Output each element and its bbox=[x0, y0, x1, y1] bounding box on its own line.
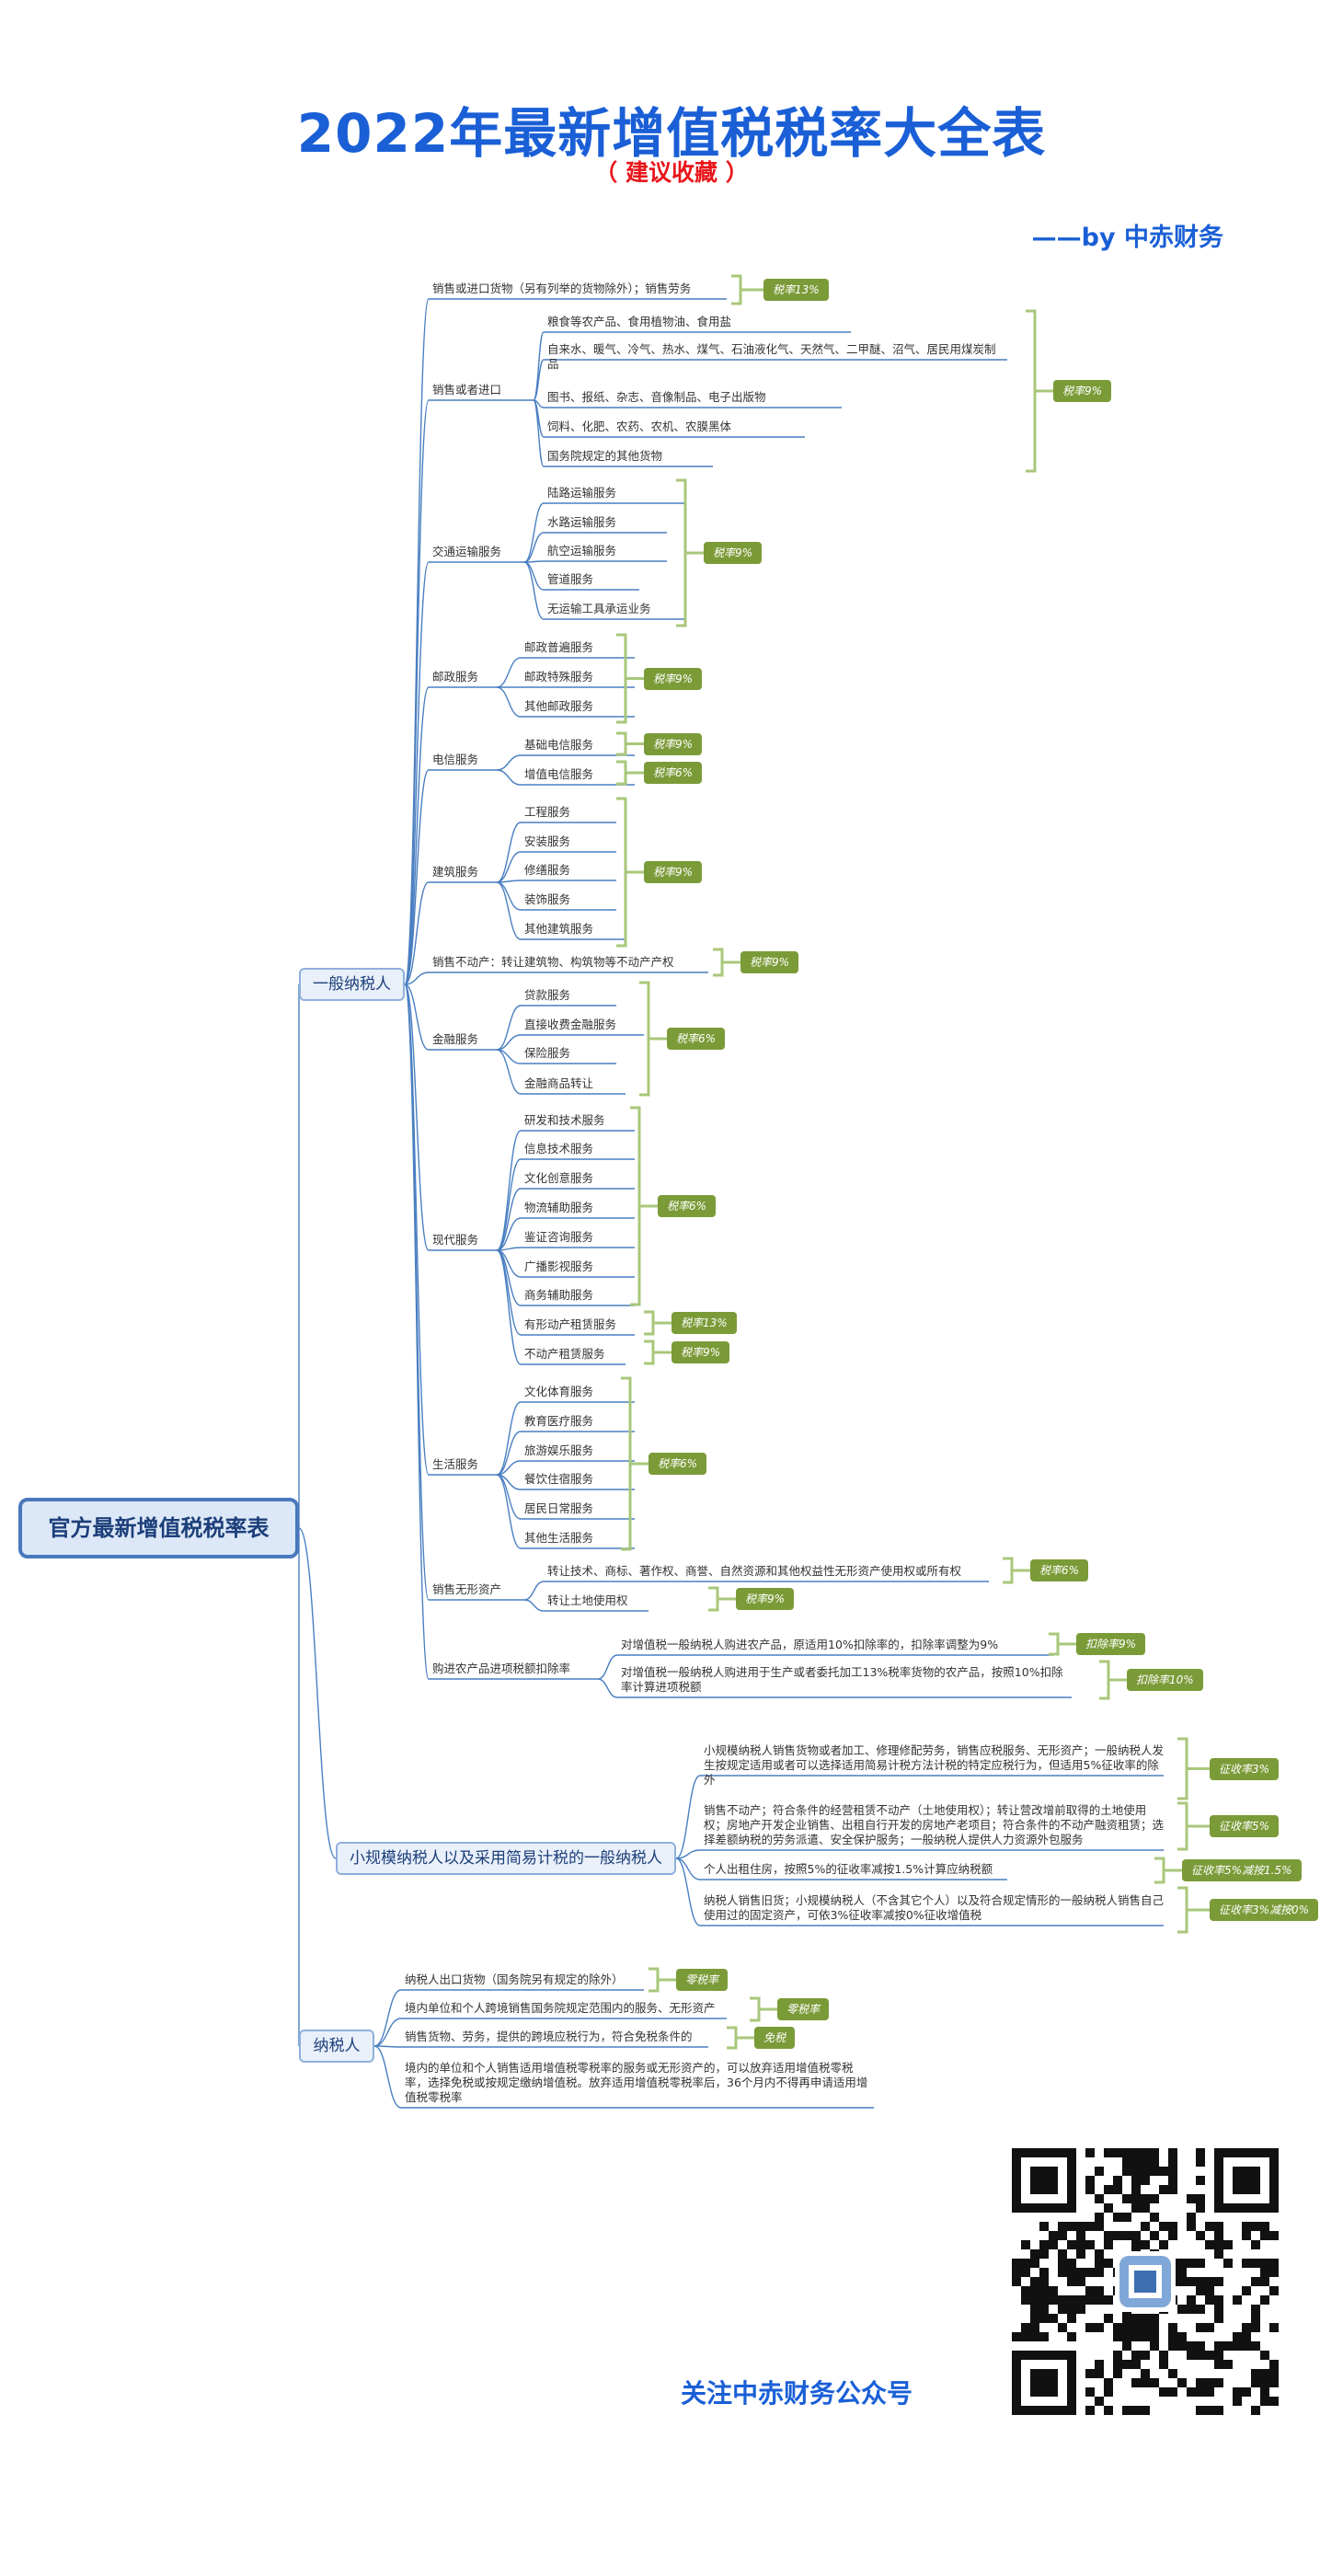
node-12: 无运输工具承运业务 bbox=[547, 602, 651, 615]
node-18: 基础电信服务 bbox=[524, 738, 594, 752]
rate-tag-8: 税率6% bbox=[667, 1028, 726, 1050]
rate-tag-16: 扣除率10% bbox=[1127, 1669, 1203, 1691]
node-43: 文化体育服务 bbox=[524, 1385, 594, 1398]
node-57: 个人出租住房，按照5%的征收率减按1.5%计算应纳税额 bbox=[704, 1862, 993, 1876]
node-22: 安装服务 bbox=[524, 834, 571, 848]
footer-text: 关注中赤财务公众号 bbox=[681, 2378, 913, 2409]
node-0: 销售或进口货物（另有列举的货物除外）；销售劳务 bbox=[432, 282, 692, 295]
node-13: 邮政服务 bbox=[432, 670, 479, 684]
rate-tag-19: 征收率5%减按1.5% bbox=[1182, 1859, 1302, 1881]
node-46: 餐饮住宿服务 bbox=[524, 1472, 594, 1486]
node-55: 小规模纳税人销售货物或者加工、修理修配劳务，销售应税服务、无形资产；一般纳税人发… bbox=[704, 1743, 1165, 1787]
node-15: 邮政特殊服务 bbox=[524, 670, 594, 684]
node-61: 销售货物、劳务，提供的跨境应税行为，符合免税条件的 bbox=[405, 2030, 693, 2043]
rate-tag-18: 征收率5% bbox=[1210, 1815, 1280, 1837]
rate-tag-7: 税率9% bbox=[740, 951, 799, 973]
node-3: 自来水、暖气、冷气、热水、煤气、石油液化气、天然气、二甲醚、沼气、居民用煤炭制品 bbox=[547, 342, 996, 371]
rate-tag-14: 税率9% bbox=[736, 1588, 795, 1610]
node-14: 邮政普遍服务 bbox=[524, 640, 594, 654]
root-node: 官方最新增值税税率表 bbox=[18, 1498, 299, 1558]
rate-tag-13: 税率6% bbox=[1030, 1559, 1089, 1581]
rate-tag-9: 税率6% bbox=[658, 1195, 717, 1217]
qr-code bbox=[1012, 2148, 1279, 2415]
node-47: 居民日常服务 bbox=[524, 1501, 594, 1515]
node-27: 金融服务 bbox=[432, 1032, 479, 1046]
node-53: 对增值税一般纳税人购进农产品，原适用10%扣除率的，扣除率调整为9% bbox=[621, 1638, 999, 1651]
rate-tag-4: 税率9% bbox=[644, 732, 703, 755]
node-5: 饲料、化肥、农药、农机、农膜黑体 bbox=[547, 420, 732, 433]
node-51: 转让土地使用权 bbox=[547, 1593, 628, 1607]
node-36: 物流辅助服务 bbox=[524, 1201, 594, 1214]
node-10: 航空运输服务 bbox=[547, 544, 617, 558]
node-21: 工程服务 bbox=[524, 805, 571, 819]
node-17: 电信服务 bbox=[432, 753, 479, 766]
node-19: 增值电信服务 bbox=[524, 767, 594, 781]
node-23: 修缮服务 bbox=[524, 863, 571, 877]
rate-tag-3: 税率9% bbox=[644, 667, 703, 690]
rate-tag-20: 征收率3%减按0% bbox=[1210, 1899, 1319, 1921]
page-subtitle: （ 建议收藏 ） bbox=[594, 159, 749, 186]
node-16: 其他邮政服务 bbox=[524, 699, 594, 713]
node-48: 其他生活服务 bbox=[524, 1531, 594, 1545]
byline: ——by 中赤财务 bbox=[1031, 224, 1223, 252]
rate-tag-17: 征收率3% bbox=[1210, 1757, 1280, 1780]
node-44: 教育医疗服务 bbox=[524, 1414, 594, 1428]
node-45: 旅游娱乐服务 bbox=[524, 1443, 594, 1457]
rate-tag-5: 税率6% bbox=[644, 762, 703, 784]
node-35: 文化创意服务 bbox=[524, 1171, 594, 1185]
node-11: 管道服务 bbox=[547, 572, 594, 586]
node-6: 国务院规定的其他货物 bbox=[547, 449, 663, 463]
rate-tag-2: 税率9% bbox=[704, 542, 763, 564]
rate-tag-6: 税率9% bbox=[644, 861, 703, 883]
rate-tag-15: 扣除率9% bbox=[1076, 1633, 1146, 1655]
node-39: 商务辅助服务 bbox=[524, 1288, 594, 1302]
branch-general-taxpayer: 一般纳税人 bbox=[299, 968, 405, 1001]
node-26: 销售不动产：转让建筑物、构筑物等不动产产权 bbox=[432, 955, 674, 969]
node-20: 建筑服务 bbox=[432, 865, 479, 879]
node-7: 交通运输服务 bbox=[432, 545, 502, 558]
node-33: 研发和技术服务 bbox=[524, 1113, 605, 1127]
node-2: 粮食等农产品、食用植物油、食用盐 bbox=[547, 315, 732, 328]
rate-tag-21: 零税率 bbox=[676, 1969, 729, 1991]
node-32: 现代服务 bbox=[432, 1233, 479, 1247]
node-8: 陆路运输服务 bbox=[547, 486, 617, 500]
node-41: 不动产租赁服务 bbox=[524, 1347, 605, 1361]
node-60: 境内单位和个人跨境销售国务院规定范围内的服务、无形资产 bbox=[405, 2001, 716, 2015]
rate-tag-11: 税率9% bbox=[672, 1341, 730, 1363]
node-54: 对增值税一般纳税人购进用于生产或者委托加工13%税率货物的农产品，按照10%扣除… bbox=[621, 1665, 1063, 1694]
node-28: 贷款服务 bbox=[524, 988, 571, 1002]
node-38: 广播影视服务 bbox=[524, 1259, 594, 1273]
node-49: 销售无形资产 bbox=[432, 1582, 502, 1596]
node-56: 销售不动产；符合条件的经营租赁不动产（土地使用权）；转让营改增前取得的土地使用权… bbox=[704, 1803, 1165, 1846]
node-4: 图书、报纸、杂志、音像制品、电子出版物 bbox=[547, 390, 766, 404]
node-34: 信息技术服务 bbox=[524, 1142, 594, 1156]
rate-tag-22: 零税率 bbox=[777, 1998, 830, 2020]
node-37: 鉴证咨询服务 bbox=[524, 1230, 594, 1244]
rate-tag-23: 免税 bbox=[754, 2027, 796, 2049]
node-9: 水路运输服务 bbox=[547, 515, 617, 529]
node-59: 纳税人出口货物（国务院另有规定的除外） bbox=[405, 1972, 624, 1986]
node-40: 有形动产租赁服务 bbox=[524, 1317, 617, 1331]
node-42: 生活服务 bbox=[432, 1457, 479, 1471]
branch-small-scale-taxpayer: 小规模纳税人以及采用简易计税的一般纳税人 bbox=[336, 1842, 676, 1875]
node-1: 销售或者进口 bbox=[432, 383, 502, 397]
node-58: 纳税人销售旧货；小规模纳税人（不含其它个人）以及符合规定情形的一般纳税人销售自己… bbox=[704, 1893, 1165, 1922]
node-25: 其他建筑服务 bbox=[524, 922, 594, 936]
rate-tag-12: 税率6% bbox=[649, 1453, 707, 1475]
node-29: 直接收费金融服务 bbox=[524, 1018, 617, 1031]
node-30: 保险服务 bbox=[524, 1046, 571, 1060]
node-31: 金融商品转让 bbox=[524, 1076, 594, 1090]
node-52: 购进农产品进项税额扣除率 bbox=[432, 1662, 571, 1675]
branch-taxpayer: 纳税人 bbox=[299, 2030, 374, 2063]
node-50: 转让技术、商标、著作权、商誉、自然资源和其他权益性无形资产使用权或所有权 bbox=[547, 1564, 962, 1578]
rate-tag-1: 税率9% bbox=[1053, 380, 1112, 402]
rate-tag-10: 税率13% bbox=[672, 1312, 737, 1334]
node-62: 境内的单位和个人销售适用增值税零税率的服务或无形资产的，可以放弃适用增值税零税率… bbox=[405, 2061, 868, 2104]
node-24: 装饰服务 bbox=[524, 892, 571, 906]
rate-tag-0: 税率13% bbox=[763, 279, 829, 301]
page-title: 2022年最新增值税税率大全表 bbox=[296, 102, 1047, 165]
